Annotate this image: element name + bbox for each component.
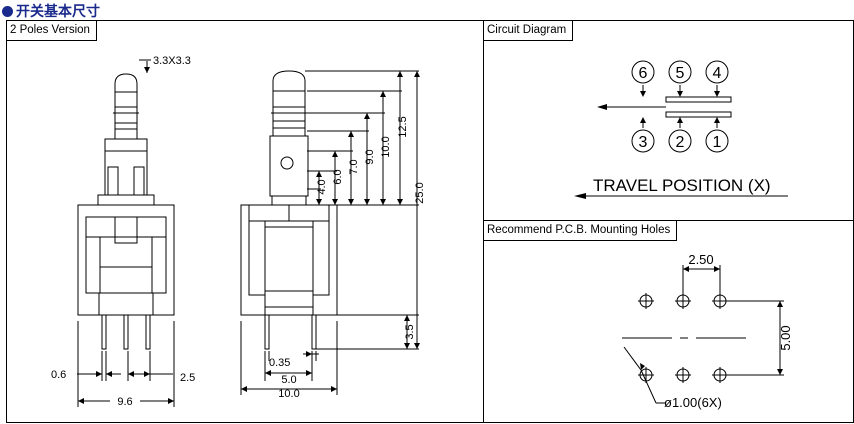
dim-25-0: 25.0 (414, 182, 426, 203)
pin-2-label: 2 (676, 134, 685, 151)
pin-3-label: 3 (639, 134, 648, 151)
dim-2-5: 2.5 (180, 372, 195, 384)
dim-4-0: 4.0 (316, 179, 328, 194)
dim-7-0: 7.0 (348, 159, 360, 174)
panel-2-poles-title: 2 Poles Version (7, 21, 97, 41)
dim-6-0: 6.0 (332, 169, 344, 184)
panel-2-poles: 2 Poles Version (6, 20, 484, 423)
panel-circuit: Circuit Diagram 6 5 (483, 20, 854, 221)
pin-4-circle (705, 60, 729, 84)
pin-5-label: 5 (676, 65, 685, 82)
side-pin-left (264, 314, 270, 350)
dim-10-0-width: 10.0 (278, 388, 299, 400)
pin-1-circle (705, 129, 729, 153)
pin-3-circle (631, 129, 655, 153)
hole-diameter-label: ø1.00(6X) (664, 395, 722, 410)
dim-3-5: 3.5 (404, 324, 416, 339)
dim-0-35: 0.35 (269, 357, 290, 369)
front-stem (114, 73, 138, 140)
front-housing (77, 204, 175, 316)
side-hole (280, 156, 294, 170)
front-pin-left (101, 314, 107, 350)
pin-2-circle (668, 129, 692, 153)
pin-6-label: 6 (639, 65, 648, 82)
heading-text: 开关基本尺寸 (16, 4, 100, 20)
pin-1-label: 1 (713, 134, 722, 151)
contact-bar-bottom (665, 111, 732, 118)
pin-5-circle (668, 60, 692, 84)
dim-9-0: 9.0 (364, 149, 376, 164)
dim-9-6: 9.6 (117, 396, 132, 408)
front-pin-mid (123, 314, 129, 350)
pin-4-label: 4 (713, 65, 722, 82)
row-spacing-label: 5.00 (778, 325, 793, 350)
dim-0-6: 0.6 (51, 369, 66, 381)
panel-pcb-title: Recommend P.C.B. Mounting Holes (484, 221, 678, 241)
circuit-diagram: 6 5 4 3 2 1 TRAVEL POSITION (X) (574, 60, 788, 199)
side-actuator (269, 135, 309, 197)
pin-6-circle (631, 60, 655, 84)
side-stem (272, 70, 306, 137)
dim-10-0: 10.0 (380, 136, 392, 157)
dimension-drawing: 3.3X3.3 4.0 6.0 7.0 9.0 10.0 12.5 25.0 3… (51, 55, 426, 408)
pcb-holes-drawing: 2.50 5.00 ø1.00(6X) (622, 252, 793, 410)
front-collar (97, 194, 155, 206)
bullet-icon (2, 5, 13, 17)
dim-5-0: 5.0 (281, 374, 296, 386)
travel-position-label: TRAVEL POSITION (X) (593, 176, 771, 195)
dim-stem: 3.3X3.3 (153, 55, 191, 67)
dim-12-5: 12.5 (397, 116, 409, 137)
pitch-label: 2.50 (688, 252, 713, 267)
panel-pcb: Recommend P.C.B. Mounting Holes (483, 220, 854, 423)
panel-circuit-title: Circuit Diagram (484, 21, 574, 41)
side-pin-right (311, 314, 317, 350)
front-pin-right (145, 314, 151, 350)
page-heading: 开关基本尺寸 (2, 2, 100, 20)
contact-bar-top (665, 96, 732, 103)
